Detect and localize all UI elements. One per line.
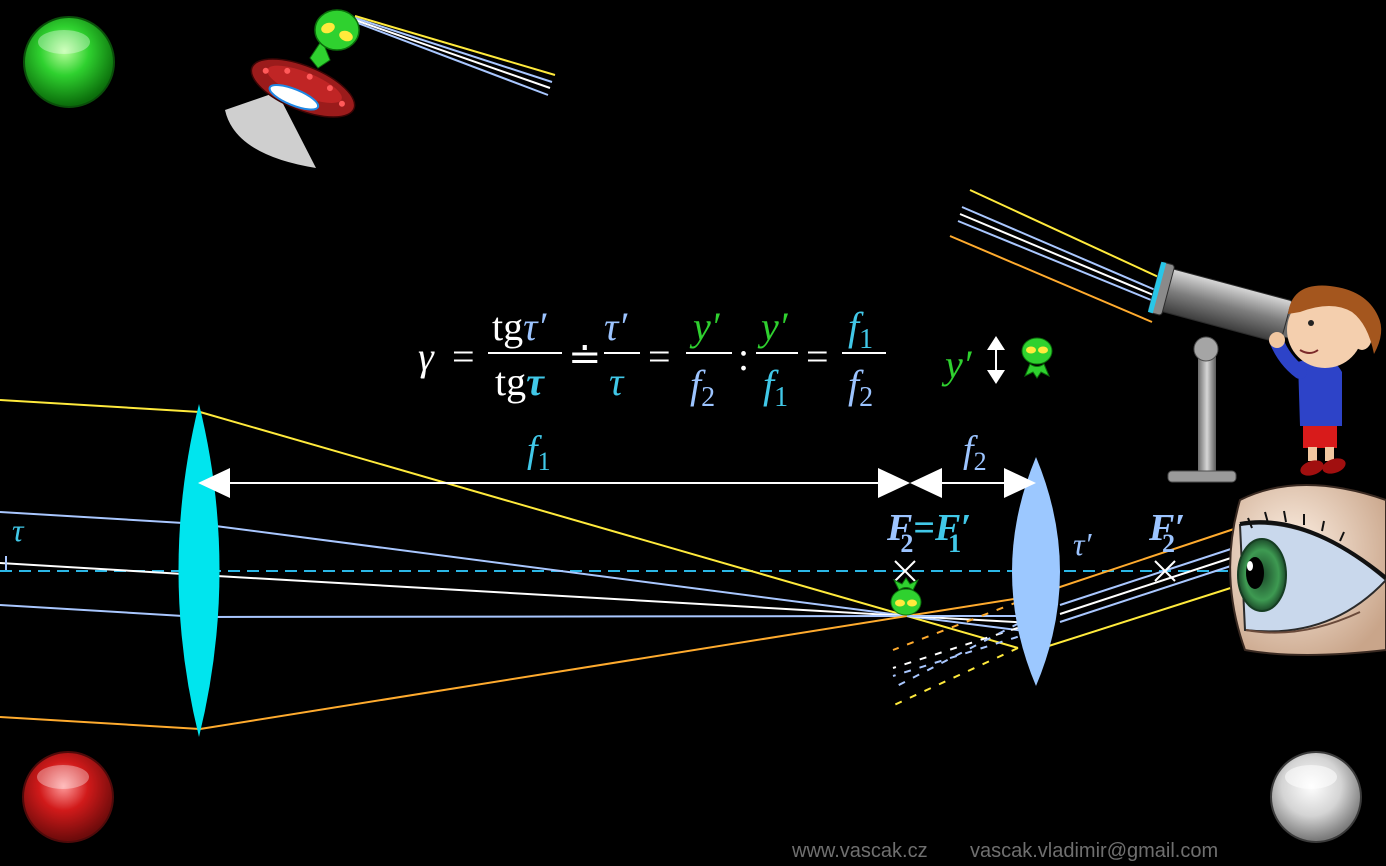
svg-text:f1: f1 — [848, 304, 873, 355]
focus-marker-eye — [1154, 560, 1176, 582]
ray-orange-in — [0, 716, 201, 730]
f1-label: f1 — [527, 429, 551, 476]
stop-button[interactable] — [22, 751, 114, 843]
ray-yellow-out — [1032, 584, 1241, 652]
svg-text:y′: y′ — [757, 304, 789, 349]
footer-website[interactable]: www.vascak.cz — [791, 840, 928, 862]
f2-label: f2 — [963, 429, 987, 476]
f1-dimension-arrow — [198, 468, 910, 498]
ray-orange-mid — [199, 615, 908, 730]
ray-white-in — [0, 562, 201, 576]
svg-text:=: = — [452, 334, 475, 379]
tau-label: τ — [12, 512, 25, 548]
ray-yellow-in — [0, 399, 201, 413]
svg-text::: : — [738, 334, 749, 379]
svg-text:=: = — [806, 334, 829, 379]
focus-eye-label: F′2 — [1148, 507, 1185, 558]
alien-icon — [1021, 337, 1053, 379]
start-button[interactable] — [23, 16, 115, 108]
ray-white-mid — [199, 574, 908, 617]
telescope-icon[interactable] — [949, 189, 1308, 483]
double-arrow-icon — [987, 336, 1005, 384]
ray-blue-in-top — [0, 511, 201, 525]
ray-blue-mid-top — [199, 523, 908, 617]
ufo-icon — [225, 9, 556, 168]
svg-text:tgτ: tgτ — [495, 359, 545, 404]
virtual-ray-extensions — [891, 595, 1034, 707]
ray-orange-div — [906, 595, 1034, 617]
svg-text:f2: f2 — [848, 362, 873, 413]
ray-blue-in-bottom — [0, 604, 201, 618]
svg-text:τ: τ — [609, 359, 625, 404]
f2-dimension-arrow — [910, 468, 1036, 498]
ray-blue-out-a — [1059, 545, 1241, 606]
objective-lens[interactable] — [178, 404, 220, 737]
tau-prime-label: τ′ — [1073, 526, 1092, 562]
ray-white-out — [1059, 554, 1241, 615]
ray-orange-out — [1032, 526, 1241, 597]
ray-blue-mid-bottom — [199, 615, 908, 618]
eyepiece-lens[interactable] — [1012, 457, 1060, 686]
boy-icon — [1269, 285, 1382, 476]
ray-yellow-mid — [199, 411, 908, 617]
svg-text:τ′: τ′ — [604, 304, 628, 349]
svg-text:y′: y′ — [689, 304, 721, 349]
svg-text:f1: f1 — [763, 362, 788, 413]
svg-text:=: = — [648, 334, 671, 379]
focus-joint-label: F2=F′1 — [886, 507, 971, 558]
alien-image-icon — [890, 577, 922, 616]
magnification-formula: γ = tgτ′ tgτ ≐ τ′ τ = y′ f2 : y′ f1 = f1… — [418, 304, 886, 413]
reset-button[interactable] — [1270, 751, 1362, 843]
svg-text:f2: f2 — [690, 362, 715, 413]
image-height-label: y′ — [941, 342, 973, 387]
ray-diagram — [0, 399, 1241, 730]
svg-text:tgτ′: tgτ′ — [492, 304, 547, 349]
svg-text:γ: γ — [418, 334, 435, 379]
focus-marker-joint — [894, 560, 916, 582]
ray-blue-out-b — [1059, 562, 1241, 623]
svg-text:≐: ≐ — [568, 334, 602, 379]
eye-icon — [1229, 484, 1386, 656]
footer-email[interactable]: vascak.vladimir@gmail.com — [970, 840, 1218, 862]
